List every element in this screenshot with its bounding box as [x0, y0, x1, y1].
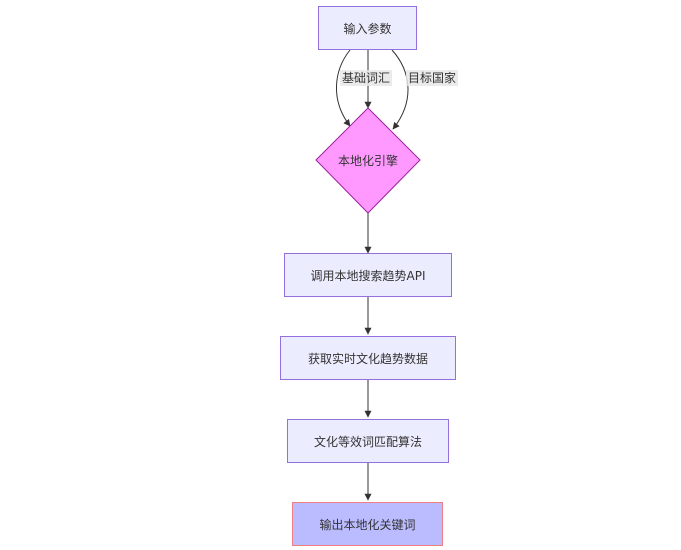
output-keywords-label: 输出本地化关键词	[319, 517, 416, 532]
call-trends-api-label: 调用本地搜索趋势API	[310, 268, 426, 283]
edge-label-target-country: 目标国家	[406, 70, 459, 86]
edge-label-base-vocab: 基础词汇	[340, 70, 393, 86]
localization-engine-label: 本地化引擎	[337, 153, 398, 168]
edge-input-engine-left	[336, 49, 351, 127]
equivalent-match-node: 文化等效词匹配算法	[287, 419, 449, 463]
output-keywords-node: 输出本地化关键词	[292, 502, 443, 546]
input-params-label: 输入参数	[343, 21, 392, 36]
equivalent-match-label: 文化等效词匹配算法	[313, 434, 422, 449]
call-trends-api-node: 调用本地搜索趋势API	[284, 253, 452, 297]
fetch-trend-data-node: 获取实时文化趋势数据	[280, 336, 456, 380]
input-params-node: 输入参数	[318, 6, 417, 50]
edge-input-engine-right	[391, 49, 409, 130]
fetch-trend-data-label: 获取实时文化趋势数据	[307, 351, 428, 366]
